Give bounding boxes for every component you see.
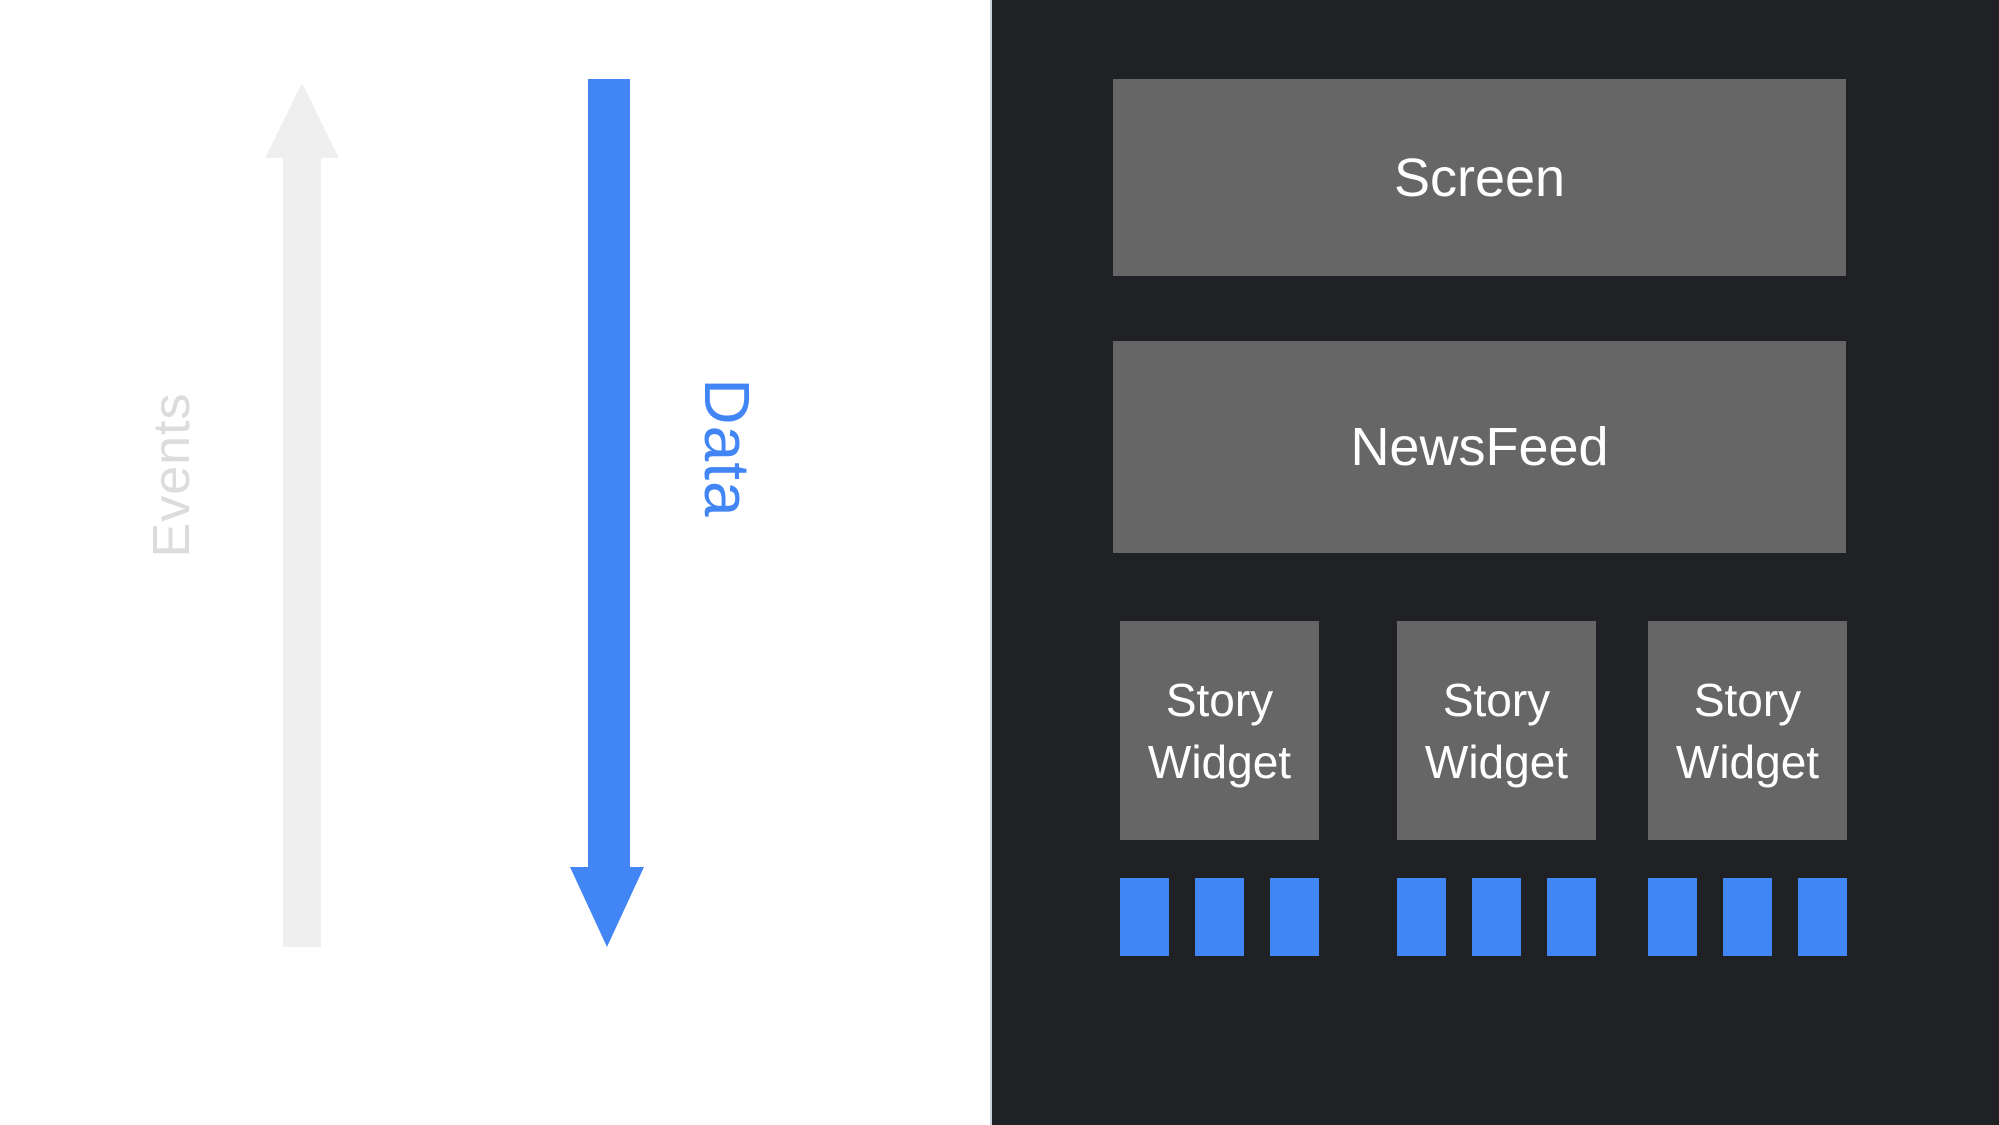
data-arrow-head bbox=[570, 867, 644, 947]
data-arrow-shaft bbox=[588, 79, 630, 869]
story-tile bbox=[1397, 878, 1446, 956]
story-tile bbox=[1723, 878, 1772, 956]
story-tile bbox=[1547, 878, 1596, 956]
story-tile bbox=[1648, 878, 1697, 956]
data-flow-section: Events Data bbox=[0, 0, 990, 1125]
story-tile-row bbox=[1648, 878, 1847, 956]
widget-tree-panel: Screen NewsFeed Story Widget Story Widge… bbox=[990, 0, 1999, 1125]
events-arrow-shaft bbox=[283, 156, 321, 947]
story-tile bbox=[1270, 878, 1319, 956]
story-widget-label: Story Widget bbox=[1675, 673, 1820, 788]
story-widget-box: Story Widget bbox=[1397, 621, 1596, 840]
story-tile bbox=[1798, 878, 1847, 956]
newsfeed-box: NewsFeed bbox=[1113, 341, 1846, 553]
story-tile bbox=[1195, 878, 1244, 956]
story-widget-box: Story Widget bbox=[1648, 621, 1847, 840]
screen-box-label: Screen bbox=[1393, 147, 1566, 208]
events-arrow-head bbox=[265, 83, 339, 158]
story-widget-box: Story Widget bbox=[1120, 621, 1319, 840]
screen-box: Screen bbox=[1113, 79, 1846, 276]
story-widget-label: Story Widget bbox=[1424, 673, 1569, 788]
story-tile-row bbox=[1397, 878, 1596, 956]
events-label: Events bbox=[143, 392, 201, 558]
story-widget-label: Story Widget bbox=[1147, 673, 1292, 788]
data-label: Data bbox=[691, 378, 763, 518]
story-tile-row bbox=[1120, 878, 1319, 956]
newsfeed-box-label: NewsFeed bbox=[1350, 417, 1609, 477]
story-tile bbox=[1472, 878, 1521, 956]
story-tile bbox=[1120, 878, 1169, 956]
